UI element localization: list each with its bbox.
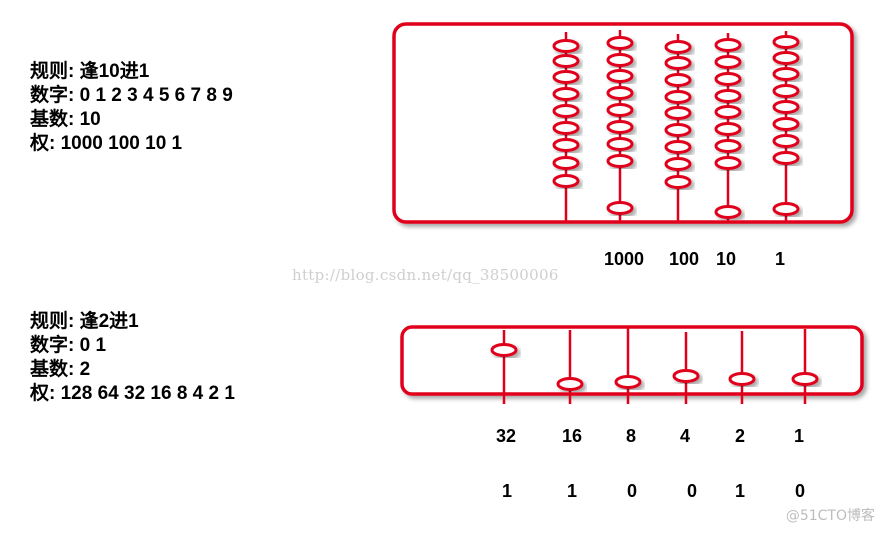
decimal-bead bbox=[664, 157, 692, 171]
decimal-bead bbox=[606, 69, 634, 83]
binary-bit-32: 1 bbox=[501, 481, 513, 501]
decimal-label-10: 10 bbox=[715, 249, 737, 269]
decimal-bead bbox=[606, 53, 634, 67]
decimal-bead bbox=[606, 120, 634, 134]
decimal-bead bbox=[664, 73, 692, 87]
decimal-bead bbox=[772, 134, 800, 148]
decimal-bead bbox=[772, 100, 800, 114]
decimal-abacus bbox=[392, 22, 854, 224]
binary-description: 规则: 逢2进1 数字: 0 1 基数: 2 权: 128 64 32 16 8… bbox=[30, 310, 235, 406]
decimal-bead bbox=[606, 201, 634, 215]
binary-rule: 规则: 逢2进1 bbox=[30, 311, 139, 332]
decimal-bead bbox=[772, 51, 800, 65]
decimal-bead bbox=[552, 138, 580, 152]
decimal-label-1: 1 bbox=[774, 249, 786, 269]
decimal-bead bbox=[772, 151, 800, 165]
decimal-bead bbox=[552, 54, 580, 68]
decimal-bead bbox=[552, 70, 580, 84]
decimal-bead bbox=[772, 202, 800, 216]
corner-watermark: @51CTO博客 bbox=[785, 508, 875, 524]
binary-bit-16: 1 bbox=[566, 481, 578, 501]
binary-bead bbox=[490, 343, 518, 357]
binary-base: 基数: 2 bbox=[30, 359, 91, 380]
decimal-description: 规则: 逢10进1 数字: 0 1 2 3 4 5 6 7 8 9 基数: 10… bbox=[30, 60, 233, 156]
decimal-bead bbox=[552, 39, 580, 53]
binary-label-2: 2 bbox=[734, 426, 746, 446]
decimal-rule: 规则: 逢10进1 bbox=[30, 61, 150, 82]
decimal-bead bbox=[552, 174, 580, 188]
binary-bead bbox=[672, 369, 700, 383]
decimal-bead bbox=[714, 122, 742, 136]
decimal-label-100: 100 bbox=[668, 249, 700, 269]
decimal-bead bbox=[664, 40, 692, 54]
decimal-bead bbox=[772, 35, 800, 49]
decimal-bead bbox=[714, 105, 742, 119]
blog-watermark: http://blog.csdn.net/qq_38500006 bbox=[292, 266, 559, 284]
binary-bead bbox=[614, 375, 642, 389]
binary-bead bbox=[728, 372, 756, 386]
decimal-bead bbox=[772, 84, 800, 98]
decimal-bead bbox=[714, 89, 742, 103]
decimal-bead bbox=[606, 36, 634, 50]
decimal-bead bbox=[714, 139, 742, 153]
decimal-label-1000: 1000 bbox=[603, 249, 645, 269]
decimal-bead bbox=[664, 106, 692, 120]
binary-label-32: 32 bbox=[495, 426, 517, 446]
decimal-bead bbox=[606, 86, 634, 100]
decimal-bead bbox=[772, 117, 800, 131]
decimal-bead bbox=[714, 72, 742, 86]
decimal-bead bbox=[664, 123, 692, 137]
binary-bead bbox=[556, 377, 584, 391]
binary-label-16: 16 bbox=[561, 426, 583, 446]
decimal-bead bbox=[552, 87, 580, 101]
binary-bit-8: 0 bbox=[626, 481, 638, 501]
binary-bead bbox=[791, 372, 819, 386]
decimal-bead bbox=[552, 156, 580, 170]
decimal-weights: 权: 1000 100 10 1 bbox=[30, 133, 183, 154]
decimal-bead bbox=[714, 205, 742, 219]
binary-bit-4: 0 bbox=[686, 481, 698, 501]
decimal-bead bbox=[606, 137, 634, 151]
decimal-bead bbox=[772, 67, 800, 81]
binary-bit-1: 0 bbox=[794, 481, 806, 501]
decimal-bead bbox=[664, 90, 692, 104]
decimal-bead bbox=[714, 38, 742, 52]
decimal-digits: 数字: 0 1 2 3 4 5 6 7 8 9 bbox=[30, 85, 233, 106]
decimal-bead bbox=[714, 55, 742, 69]
binary-abacus bbox=[400, 325, 864, 404]
binary-weights: 权: 128 64 32 16 8 4 2 1 bbox=[30, 383, 235, 404]
binary-bit-2: 1 bbox=[734, 481, 746, 501]
decimal-bead bbox=[664, 140, 692, 154]
decimal-bead bbox=[606, 103, 634, 117]
decimal-base: 基数: 10 bbox=[30, 109, 101, 130]
binary-label-4: 4 bbox=[679, 426, 691, 446]
binary-label-1: 1 bbox=[793, 426, 805, 446]
decimal-bead bbox=[714, 156, 742, 170]
decimal-bead bbox=[664, 175, 692, 189]
decimal-bead bbox=[664, 56, 692, 70]
binary-digits: 数字: 0 1 bbox=[30, 335, 107, 356]
decimal-bead bbox=[606, 154, 634, 168]
binary-label-8: 8 bbox=[625, 426, 637, 446]
decimal-bead bbox=[552, 121, 580, 135]
decimal-bead bbox=[552, 104, 580, 118]
